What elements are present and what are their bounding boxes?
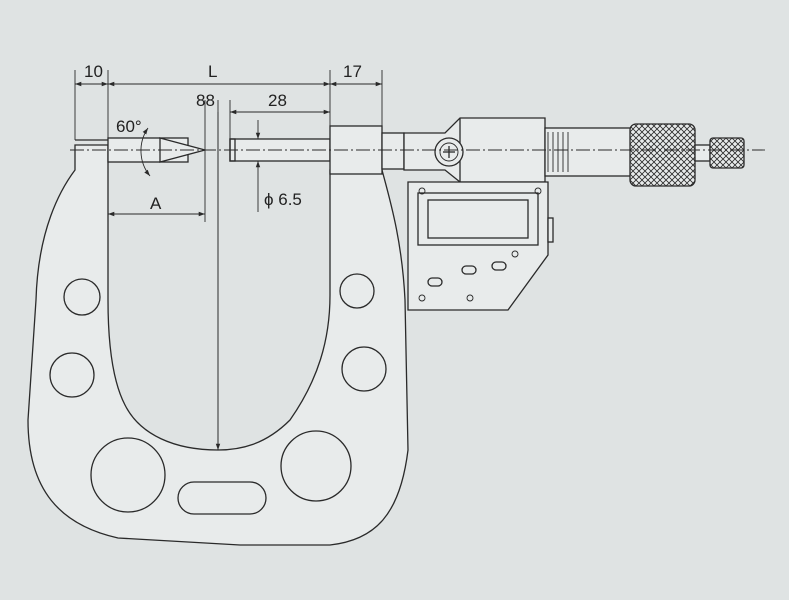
hole-upper-right bbox=[339, 273, 375, 309]
lcd-screen bbox=[427, 199, 529, 239]
button-3 bbox=[491, 261, 507, 271]
dimension-lines bbox=[75, 81, 382, 450]
frame bbox=[27, 144, 409, 546]
thimble-graduations bbox=[547, 132, 569, 172]
dim-88: 88 bbox=[196, 91, 215, 110]
hole-lower-right bbox=[341, 346, 387, 392]
dim-28: 28 bbox=[268, 91, 287, 110]
dim-angle: 60° bbox=[116, 117, 142, 136]
dim-L: L bbox=[208, 62, 217, 81]
frame-holes bbox=[49, 273, 387, 515]
dimension-labels: 10 L 17 88 28 60° A ϕ 6.5 bbox=[84, 62, 362, 213]
dim-A: A bbox=[150, 194, 162, 213]
slot-bottom bbox=[177, 481, 267, 515]
button-2 bbox=[461, 265, 477, 275]
dim-diameter: ϕ 6.5 bbox=[264, 190, 302, 209]
lcd-screen-frame bbox=[417, 192, 539, 246]
hole-lower-left bbox=[49, 352, 95, 398]
hole-bottom-left bbox=[90, 437, 166, 513]
ratchet bbox=[709, 137, 745, 169]
button-1 bbox=[427, 277, 443, 287]
knurled-grip bbox=[629, 123, 696, 187]
thimble bbox=[544, 123, 745, 187]
dim-10: 10 bbox=[84, 62, 103, 81]
hole-bottom-right bbox=[280, 430, 352, 502]
hole-upper-left bbox=[63, 278, 101, 316]
dim-17: 17 bbox=[343, 62, 362, 81]
display-unit bbox=[407, 181, 554, 311]
